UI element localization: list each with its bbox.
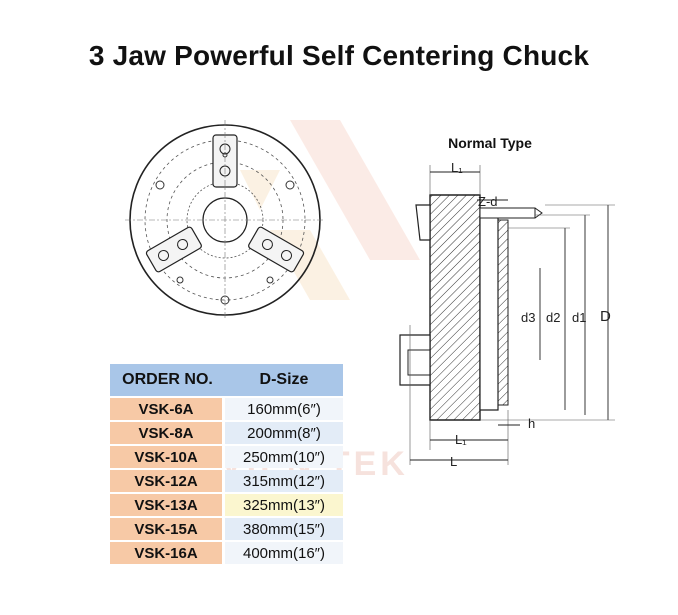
size-cell: 200mm(8″)	[225, 422, 343, 444]
size-cell: 315mm(12″)	[225, 470, 343, 492]
table-row: VSK-13A 325mm(13″)	[110, 494, 343, 516]
table-row: VSK-12A 315mm(12″)	[110, 470, 343, 492]
size-cell: 160mm(6″)	[225, 398, 343, 420]
chuck-section-view	[399, 165, 615, 465]
dim-d3: d3	[521, 310, 536, 325]
header-order-no: ORDER NO.	[110, 364, 225, 396]
table-row: VSK-15A 380mm(15″)	[110, 518, 343, 540]
table-row: VSK-10A 250mm(10″)	[110, 446, 343, 468]
table-row: VSK-6A 160mm(6″)	[110, 398, 343, 420]
table-row: VSK-8A 200mm(8″)	[110, 422, 343, 444]
dim-zd: Z-d	[478, 194, 498, 209]
dim-l1-bottom: L₁	[455, 432, 467, 447]
page-title: 3 Jaw Powerful Self Centering Chuck	[88, 40, 590, 71]
dim-l1-top: L₁	[451, 160, 463, 175]
order-cell: VSK-13A	[110, 494, 225, 516]
section-caption: Normal Type	[448, 135, 532, 151]
size-cell: 250mm(10″)	[225, 446, 343, 468]
order-cell: VSK-16A	[110, 542, 225, 564]
dim-d2: d2	[546, 310, 561, 325]
dim-h: h	[528, 416, 536, 431]
table-header-row: ORDER NO. D-Size	[110, 364, 343, 396]
dim-D: D	[600, 308, 611, 325]
order-cell: VSK-15A	[110, 518, 225, 540]
chuck-front-view	[125, 120, 325, 320]
size-cell: 400mm(16″)	[225, 542, 343, 564]
order-cell: VSK-12A	[110, 470, 225, 492]
order-cell: VSK-10A	[110, 446, 225, 468]
order-table: ORDER NO. D-Size VSK-6A 160mm(6″) VSK-8A…	[110, 362, 343, 566]
order-cell: VSK-8A	[110, 422, 225, 444]
order-cell: VSK-6A	[110, 398, 225, 420]
dim-L: L	[450, 454, 458, 469]
size-cell: 325mm(13″)	[225, 494, 343, 516]
table-row: VSK-16A 400mm(16″)	[110, 542, 343, 564]
size-cell: 380mm(15″)	[225, 518, 343, 540]
dim-d1: d1	[572, 310, 587, 325]
header-d-size: D-Size	[225, 364, 343, 396]
